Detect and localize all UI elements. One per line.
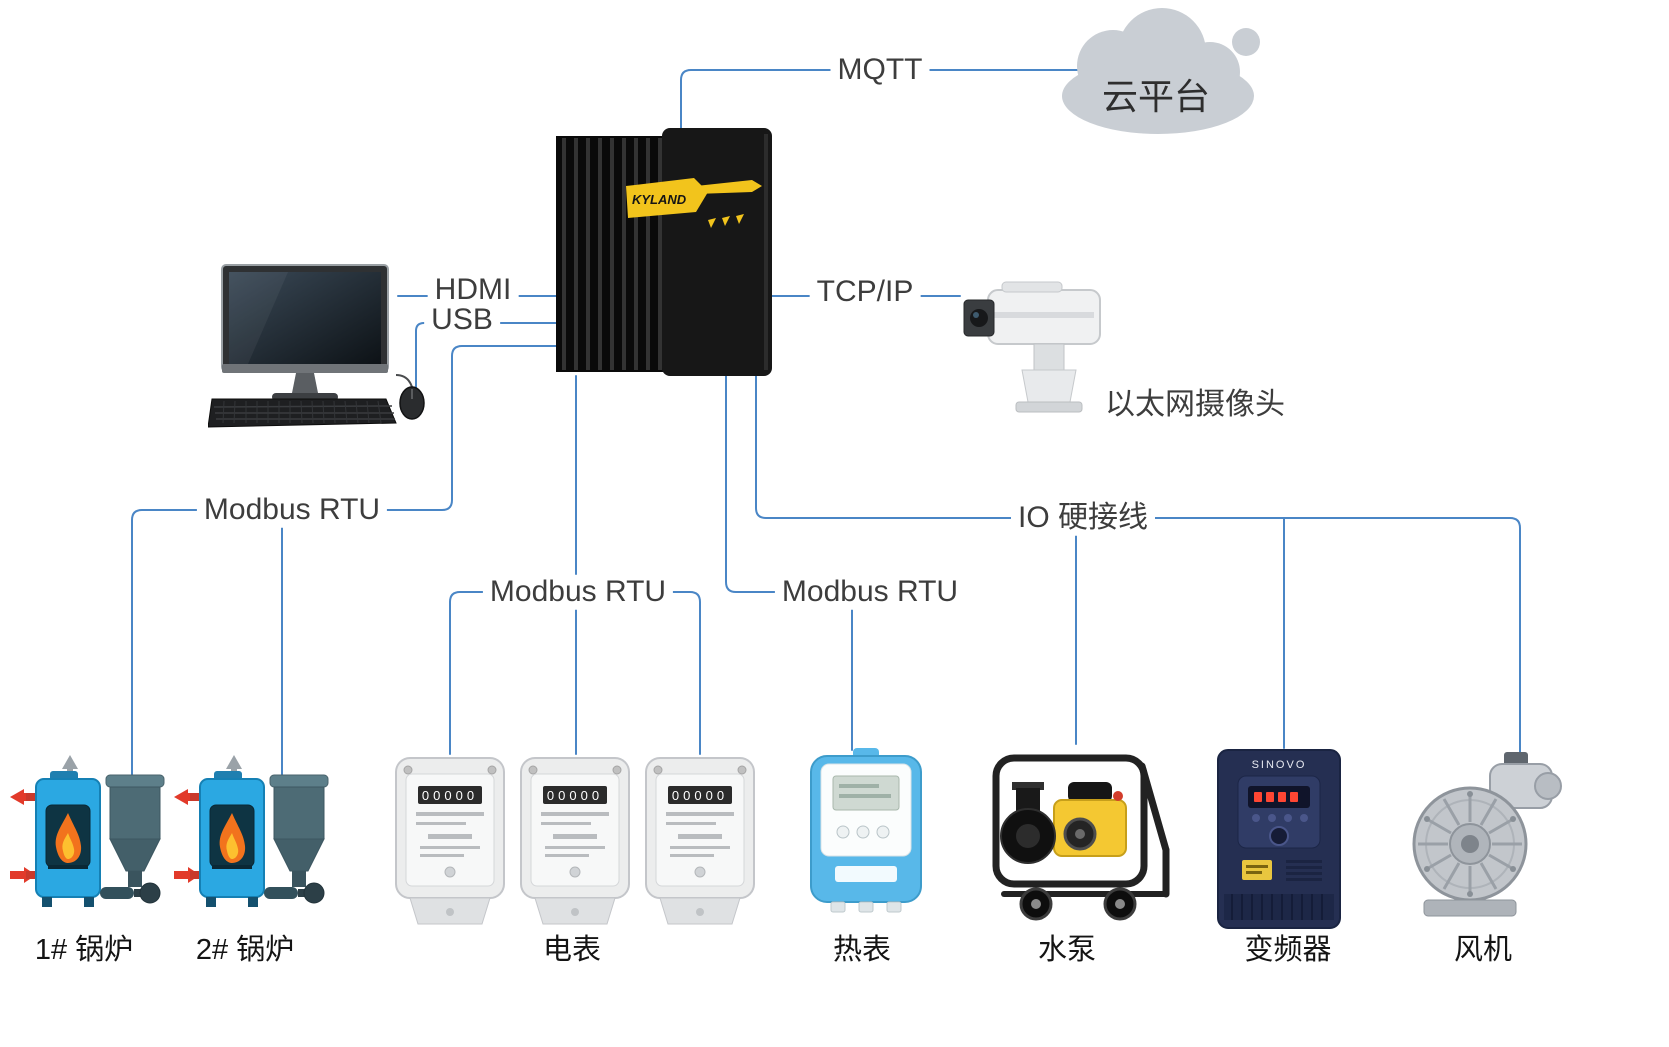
meter-counter bbox=[668, 786, 732, 804]
boiler2-label: 2# 锅炉 bbox=[195, 934, 295, 966]
fuel-hopper bbox=[100, 774, 165, 904]
heat-meter bbox=[810, 748, 922, 913]
boiler-1 bbox=[10, 755, 165, 907]
camera-label: 以太网摄像头 bbox=[1098, 387, 1292, 423]
monitor-screen bbox=[229, 272, 381, 364]
io-hardwire-line bbox=[755, 375, 1521, 757]
modbus-heat-label: Modbus RTU bbox=[774, 574, 966, 610]
heat-meter-lcd bbox=[832, 775, 900, 811]
cloud-platform: 云平台 bbox=[1062, 8, 1260, 134]
mqtt-label: MQTT bbox=[830, 52, 930, 88]
vfd-brand: SINOVO bbox=[1252, 759, 1307, 771]
vfd-heatsink bbox=[1224, 894, 1334, 920]
heat-meter-label: 热表 bbox=[832, 934, 892, 966]
cloud-label: 云平台 bbox=[1102, 76, 1210, 117]
exhaust-arrow-icon bbox=[62, 755, 78, 783]
mqtt-line bbox=[680, 69, 1079, 137]
io-hardwire-label: IO 硬接线 bbox=[1010, 500, 1156, 536]
meter-counter bbox=[418, 786, 482, 804]
modbus-boilers-line bbox=[131, 345, 561, 780]
fan-base bbox=[1423, 899, 1517, 917]
tcpip-label: TCP/IP bbox=[809, 274, 921, 310]
boiler1-label: 1# 锅炉 bbox=[34, 934, 134, 966]
meter-counter-digits: 00000 bbox=[422, 788, 478, 803]
electric-meter-3: 00000 bbox=[645, 757, 755, 925]
hdmi-label: HDMI bbox=[427, 272, 519, 308]
desktop-computer bbox=[208, 264, 425, 428]
meter-counter bbox=[543, 786, 607, 804]
fan-label: 风机 bbox=[1453, 934, 1513, 966]
usb-line bbox=[415, 322, 561, 393]
keyboard bbox=[208, 398, 397, 428]
modbus-meters-label: Modbus RTU bbox=[482, 574, 674, 610]
camera-lens bbox=[963, 299, 995, 337]
fuel-hopper bbox=[264, 774, 329, 904]
exhaust-arrow-icon bbox=[226, 755, 242, 783]
camera-bracket bbox=[1033, 343, 1065, 371]
cloud-shape bbox=[1062, 8, 1260, 134]
water-pump-label: 水泵 bbox=[1037, 934, 1097, 966]
electric-meter-2: 00000 bbox=[520, 757, 630, 925]
gateway-brand: KYLAND bbox=[632, 192, 687, 207]
vfd-label: 变频器 bbox=[1244, 934, 1332, 966]
modbus-heat-line bbox=[725, 375, 853, 751]
meter-counter-digits: 00000 bbox=[547, 788, 603, 803]
pump-frame bbox=[992, 754, 1148, 888]
ethernet-camera bbox=[963, 281, 1101, 413]
usb-label: USB bbox=[424, 302, 500, 338]
gateway-front-panel bbox=[662, 128, 772, 376]
blower-fan bbox=[1412, 752, 1562, 917]
vfd-drive: SINOVO bbox=[1217, 749, 1341, 929]
gateway-device: KYLAND bbox=[556, 128, 772, 376]
electric-meter-label: 电表 bbox=[542, 934, 602, 966]
modbus-boilers-label: Modbus RTU bbox=[196, 492, 388, 528]
gateway-logo: KYLAND bbox=[626, 178, 762, 228]
warning-sticker bbox=[1242, 860, 1272, 880]
electric-meter-1: 00000 bbox=[395, 757, 505, 925]
meter-counter-digits: 00000 bbox=[672, 788, 728, 803]
camera-pedestal bbox=[1021, 369, 1077, 403]
monitor-stand bbox=[292, 373, 318, 393]
mouse bbox=[395, 374, 425, 420]
boiler-2 bbox=[174, 755, 329, 907]
air-filter bbox=[1068, 782, 1112, 802]
water-pump bbox=[992, 754, 1170, 921]
vfd-dial bbox=[1269, 826, 1289, 846]
